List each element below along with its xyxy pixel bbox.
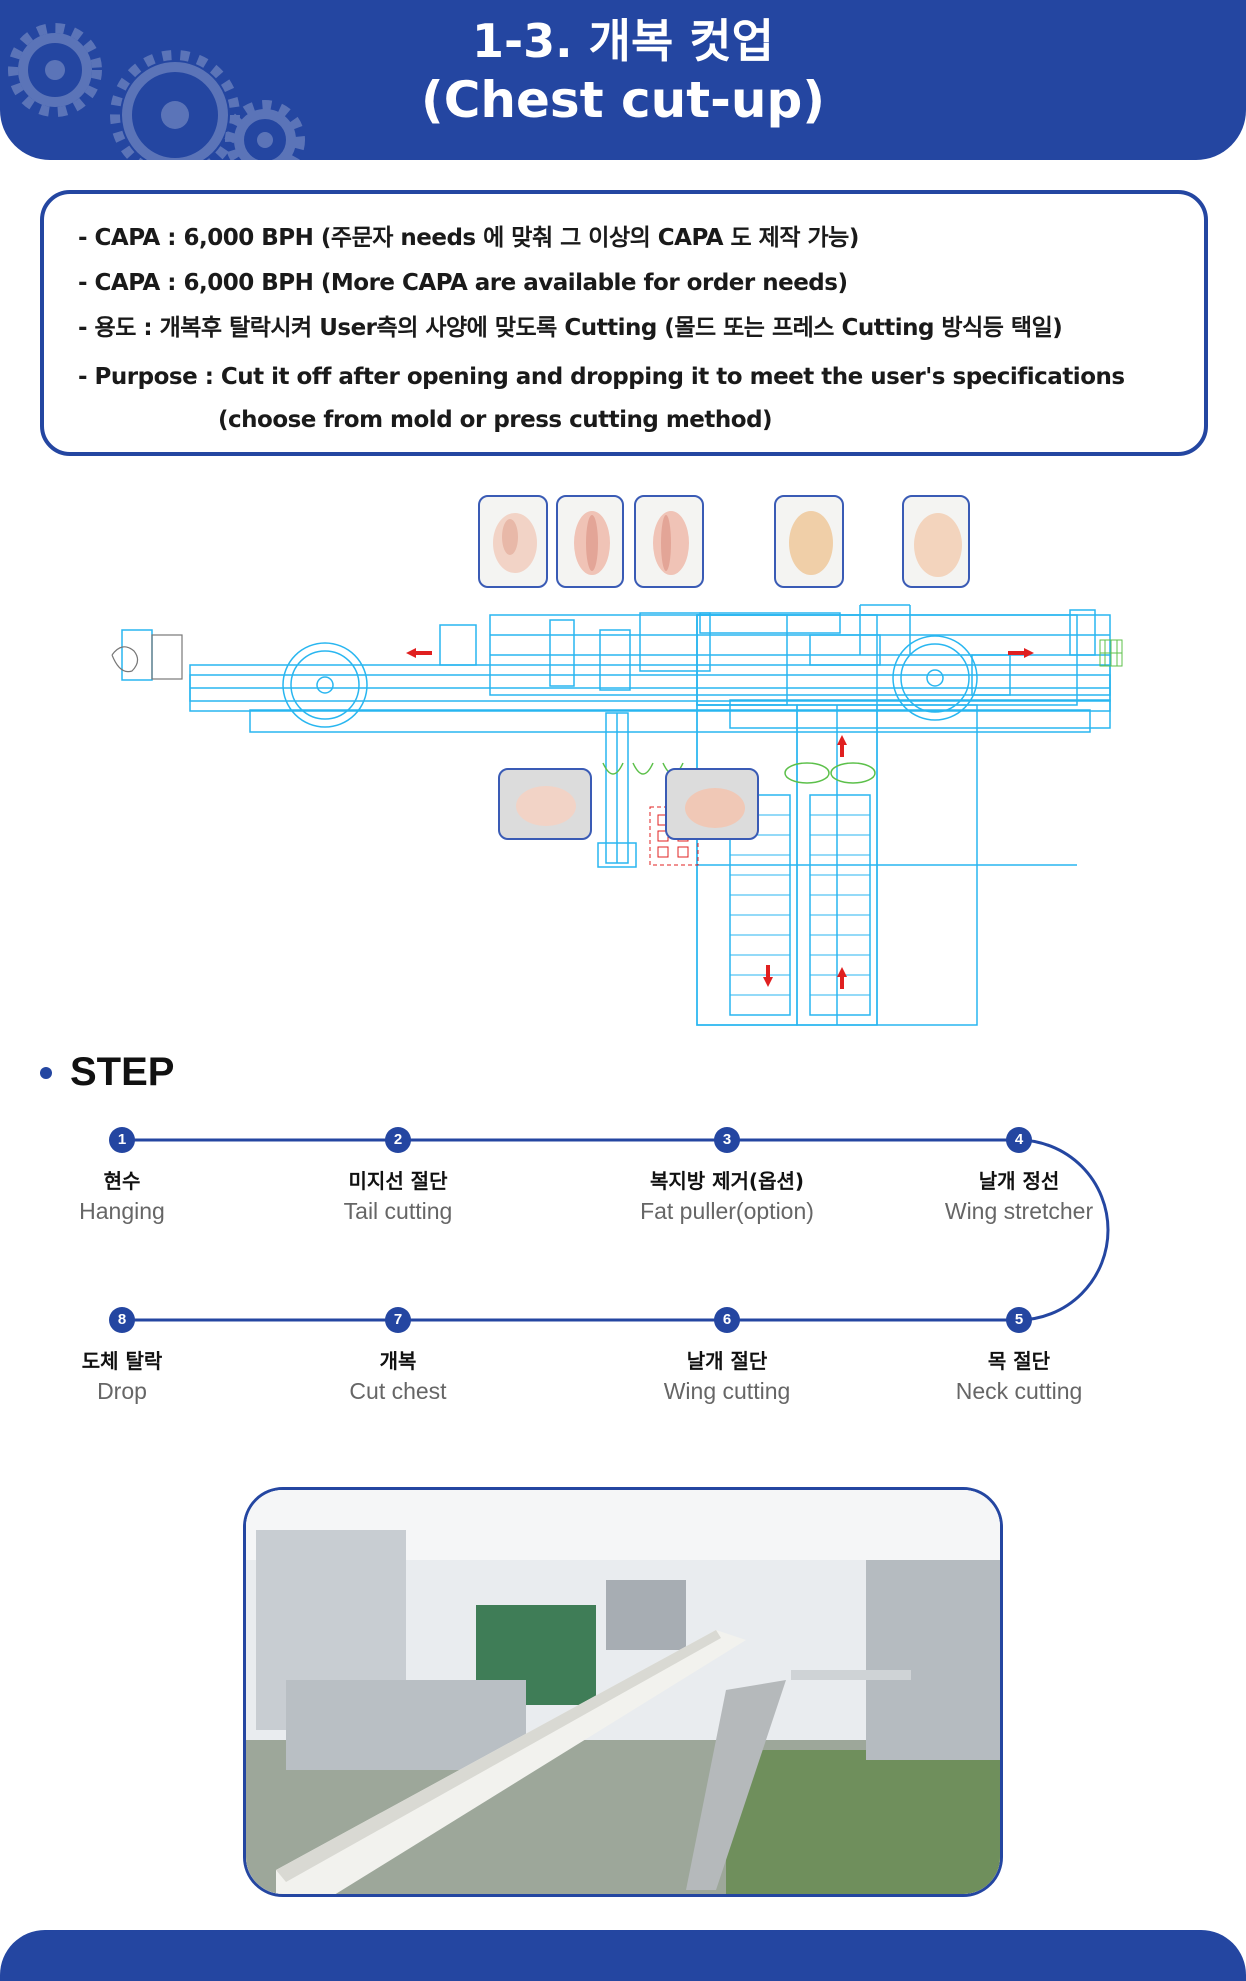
header-banner: 1-3. 개복 컷업 (Chest cut-up) [0, 0, 1246, 160]
product-thumb-fillets [634, 495, 704, 588]
step-number: 5 [1006, 1307, 1032, 1333]
step-timeline: 1 현수 Hanging 2 미지선 절단 Tail cutting 3 복지방… [0, 1110, 1246, 1430]
step-8: 8 도체 탈락 Drop [2, 1307, 242, 1405]
spec-line-purpose-en: - Purpose : Cut it off after opening and… [78, 364, 1125, 390]
step-7: 7 개복 Cut chest [278, 1307, 518, 1405]
spec-line-capa-en: - CAPA : 6,000 BPH (More CAPA are availa… [78, 270, 848, 296]
step-label-ko: 복지방 제거(옵션) [649, 1169, 805, 1193]
step-number: 6 [714, 1307, 740, 1333]
step-3: 3 복지방 제거(옵션) Fat puller(option) [607, 1127, 847, 1225]
shackle-icon [111, 634, 183, 680]
process-layout-diagram [110, 495, 1140, 1040]
step-number: 8 [109, 1307, 135, 1333]
flow-arrow-icon [406, 648, 1034, 989]
step-label-en: Fat puller(option) [640, 1198, 814, 1224]
product-thumb-breast-piece [774, 495, 844, 588]
layout-drawing [111, 604, 1123, 1026]
step-number: 3 [714, 1127, 740, 1153]
product-thumb-breast-fillet [902, 495, 970, 588]
timeline-path [122, 1138, 1110, 1322]
step-label-ko: 도체 탈락 [81, 1349, 163, 1373]
step-label-ko: 목 절단 [987, 1349, 1051, 1373]
step-label-en: Wing cutting [663, 1378, 791, 1404]
gear-icon [8, 23, 305, 160]
title-korean: 1-3. 개복 컷업 [472, 14, 774, 68]
step-6: 6 날개 절단 Wing cutting [607, 1307, 847, 1405]
step-5: 5 목 절단 Neck cutting [899, 1307, 1139, 1405]
step-label-ko: 현수 [103, 1169, 141, 1193]
step-number: 7 [385, 1307, 411, 1333]
footer-banner [0, 1930, 1246, 1981]
step-2: 2 미지선 절단 Tail cutting [278, 1127, 518, 1225]
step-label-en: Neck cutting [955, 1378, 1083, 1404]
product-thumb-tenders [556, 495, 624, 588]
step-label-en: Drop [97, 1378, 147, 1404]
spec-line-use-ko: - 용도 : 개복후 탈락시켜 User측의 사양에 맞도록 Cutting (… [78, 315, 1063, 341]
step-4: 4 날개 정선 Wing stretcher [899, 1127, 1139, 1225]
step-number: 4 [1006, 1127, 1032, 1153]
product-thumb-carcass-1 [498, 768, 592, 840]
step-title: STEP [70, 1050, 175, 1094]
spec-box: - CAPA : 6,000 BPH (주문자 needs 에 맞춰 그 이상의… [40, 190, 1208, 456]
step-label-en: Wing stretcher [944, 1198, 1094, 1224]
factory-photo [243, 1487, 1003, 1897]
step-label-en: Hanging [79, 1198, 165, 1224]
step-label-en: Tail cutting [343, 1198, 453, 1224]
title-english: (Chest cut-up) [420, 71, 826, 129]
step-label-ko: 개복 [379, 1349, 417, 1373]
step-label-ko: 날개 절단 [686, 1349, 768, 1373]
step-label-en: Cut chest [349, 1378, 447, 1404]
product-thumb-wings [478, 495, 548, 588]
step-label-ko: 미지선 절단 [348, 1169, 448, 1193]
page-title: 1-3. 개복 컷업 (Chest cut-up) [0, 12, 1246, 130]
step-number: 2 [385, 1127, 411, 1153]
step-1: 1 현수 Hanging [2, 1127, 242, 1225]
bullet-icon [40, 1066, 52, 1079]
spec-line-purpose-cont: (choose from mold or press cutting metho… [218, 407, 773, 433]
step-heading: STEP [40, 1050, 174, 1095]
spec-line-capa-ko: - CAPA : 6,000 BPH (주문자 needs 에 맞춰 그 이상의… [78, 225, 859, 251]
product-thumb-carcass-2 [665, 768, 759, 840]
step-number: 1 [109, 1127, 135, 1153]
step-label-ko: 날개 정선 [978, 1169, 1060, 1193]
